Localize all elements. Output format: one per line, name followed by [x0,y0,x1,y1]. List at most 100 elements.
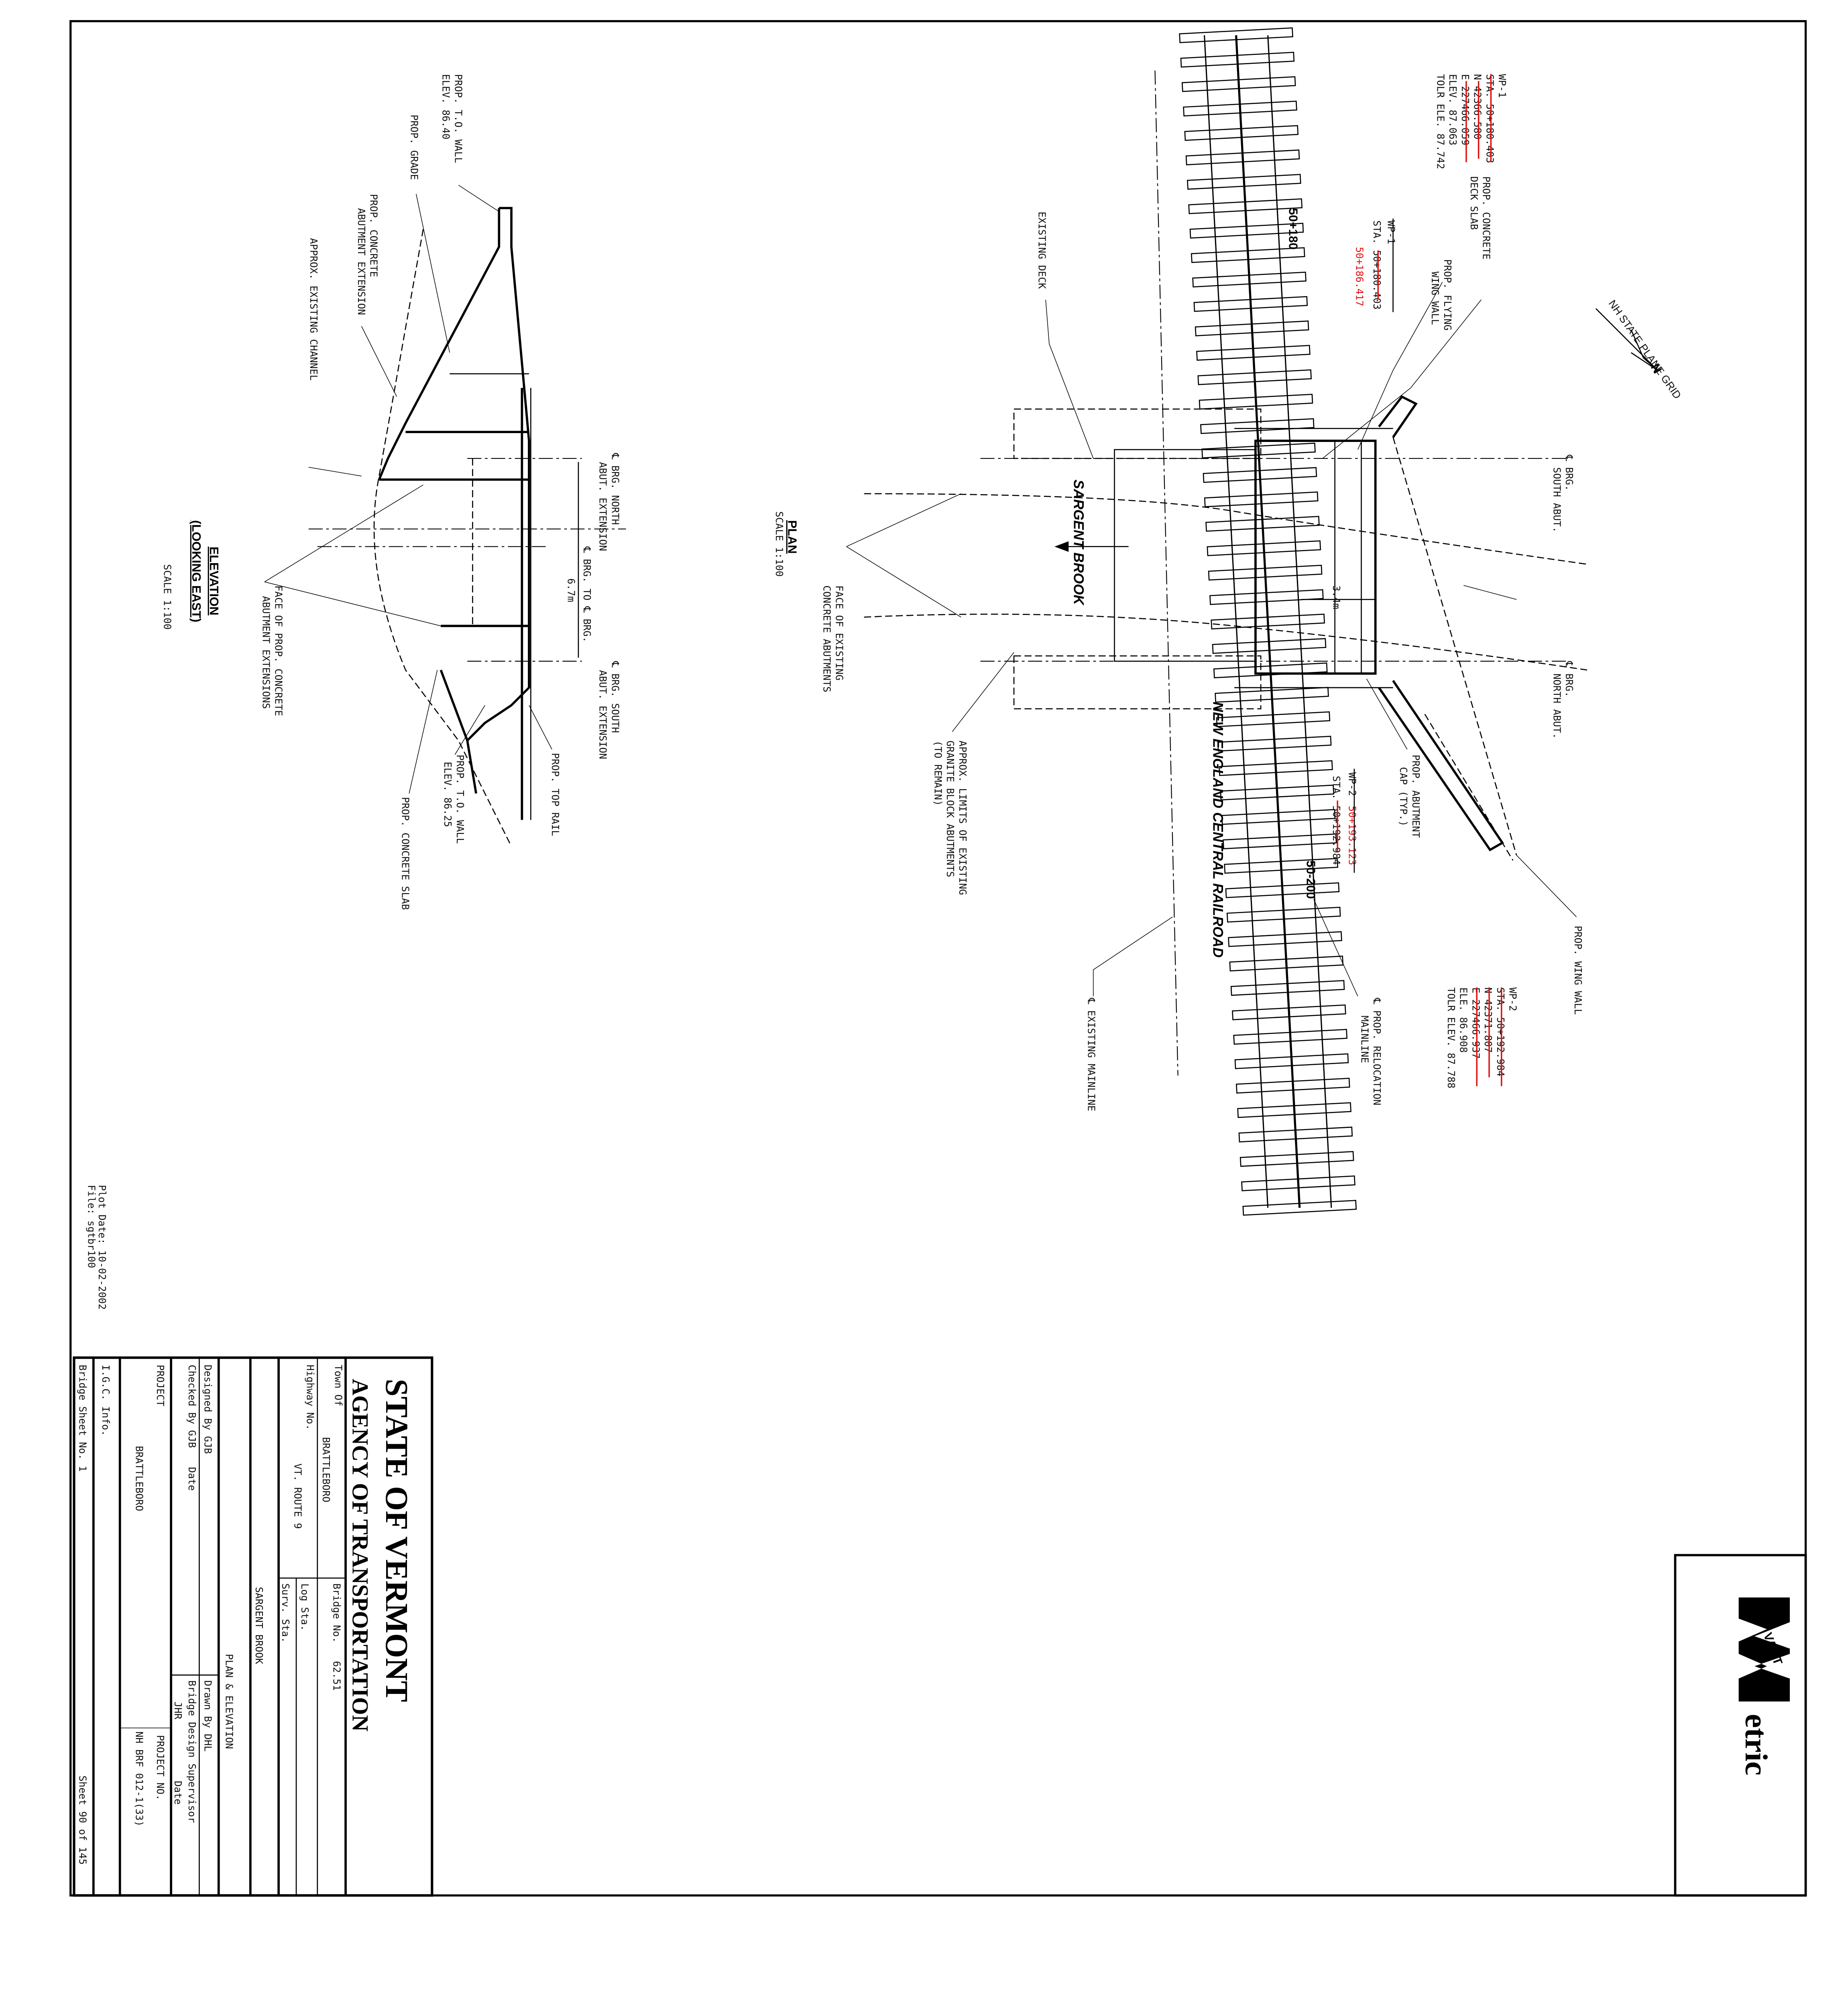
sheet-count: Sheet 90 of 145 [77,1775,89,1865]
agency-title-line1: STATE OF VERMONT [379,1379,414,1702]
checked-date: Date [186,1467,198,1491]
railroad-tie [1232,1004,1346,1020]
granite-limits-label: APPROX. LIMITS OF EXISTING [957,741,969,895]
top-rail-label: PROP. TOP RAIL [550,753,561,836]
railroad-tie [1187,174,1301,190]
railroad-tie [1207,540,1321,556]
wing-wall-label: PROP. WING WALL [1572,926,1584,1015]
flying-wing-label: PROP. FLYING [1442,259,1453,331]
bridge-sheet-no: Bridge Sheet No. 1 [77,1365,89,1472]
deck-slab-label: DECK SLAB [1468,176,1480,230]
railroad-tie [1209,589,1324,605]
brg-south-ext-label: ℄ BRG. SOUTH [609,661,621,733]
wp1-left-annotation: WP-1 STA. 50+180.403 N 42366.580 E 22746… [1435,74,1508,169]
wp2-left-annotation: WP-2 50+193.123 STA. 50+192.984 [1331,769,1358,873]
track-centerline [1235,35,1301,1208]
face-existing-label: CONCRETE ABUTMENTS [821,585,833,692]
to-wall-north-label: ELEV. 86.40 [440,74,452,139]
granite-limits-label: (TO REMAIN) [932,741,944,806]
wp2-easting-struck: E 227466.937 [1470,987,1482,1059]
elevation-title: ELEVATION [207,547,221,615]
railroad-tie [1222,833,1337,849]
project-no-label: PROJECT NO. [155,1735,166,1800]
railroad-tie [1217,735,1332,752]
deck-slab-label: PROP. CONCRETE [1481,176,1492,259]
plan-title: PLAN [786,520,800,554]
slab-label: PROP. CONCRETE SLAB [400,797,411,910]
supervisor-value: JHR [172,1702,184,1720]
designed-by: Designed By GJB [202,1365,214,1454]
wp1-easting-struck: E 227466.059 [1459,74,1471,145]
railroad-tie [1185,149,1300,165]
abutment-extension-label: ABUTMENT EXTENSION [356,208,367,315]
vaot-m-logo-icon [1738,1597,1790,1702]
railroad-tie [1213,662,1328,678]
flying-wing-label: WING WALL [1429,271,1441,325]
wp2-sta-struck: STA. 50+192.984 [1495,987,1506,1077]
granite-limits-label: GRANITE BLOCK ABUTMENTS [944,741,956,877]
wp1-label: WP-1 [1496,74,1508,98]
grid-label: NH STATE PLANE GRID [1606,298,1684,401]
to-wall-south-label: ELEV. 86.25 [442,762,454,827]
railroad-tie [1204,491,1319,507]
railroad-tie [1188,198,1303,214]
brook-label: SARGENT BROOK [1071,480,1086,606]
railroad-tie [1238,1126,1353,1143]
abutment-cap-label: PROP. ABUTMENT [1410,755,1422,838]
face-prop-label: ABUTMENT EXTENSIONS [261,596,272,709]
grade-label: PROP. GRADE [409,115,420,180]
railroad-tie [1216,711,1331,727]
railroad-tie [1228,931,1342,947]
railroad-tie [1200,418,1315,434]
railroad-tie [1193,296,1308,312]
wp1-right-annotation: WP-1 STA. 50+180.403 50+186.417 [1353,218,1397,312]
railroad-tie [1225,882,1340,898]
railroad-tie [1195,320,1309,336]
brg-north-label: NORTH ABUT. [1551,674,1563,739]
elevation-view: PROP. T.O. WALL ELEV. 86.40 PROP. GRADE … [162,74,626,910]
town-label: Town Of [333,1365,344,1407]
existing-deck-label: EXISTING DECK [1036,212,1048,289]
to-wall-south-label: PROP. T.O. WALL [454,755,466,844]
sheet-title: PLAN & ELEVATION [223,1654,235,1749]
elevation-scale: SCALE 1:100 [162,564,173,630]
wp1-elev: ELEV. 87.063 [1447,74,1459,145]
railroad-label: NEW ENGLAND CENTRAL RAILROAD [1210,702,1225,957]
abutment-cap-label: CAP (TYP.) [1398,767,1409,826]
railroad-track [1179,27,1357,1216]
wp2-label: WP-2 [1347,772,1358,796]
channel-label: APPROX. EXISTING CHANNEL [308,238,320,381]
surv-sta-label: Surv. Sta. [280,1584,291,1643]
face-existing-label: FACE OF EXISTING [833,585,845,680]
plot-file: File: sgtbr100 [86,1185,98,1268]
drawn-by: Drawn By DHL [202,1680,214,1752]
railroad-tie [1203,467,1317,483]
log-sta-label: Log Sta. [299,1584,311,1631]
plot-info: Plot Date: 10-02-2002 File: sgtbr100 [86,1185,108,1310]
brg-north-ext-label: ℄ BRG. NORTH [609,453,621,525]
span-dimension: 3.4m [1331,585,1342,609]
stream-name: SARGENT BROOK [253,1587,265,1664]
supervisor-label: Bridge Design Supervisor [186,1680,198,1823]
railroad-tie [1235,1077,1350,1094]
wp2-elev: ELE. 86.908 [1458,987,1469,1053]
metric-logo: VAOT etric [1674,1554,1807,1897]
sheet-content: STATE OF VERMONT AGENCY OF TRANSPORTATIO… [73,27,1807,1897]
face-prop-label: FACE OF PROP. CONCRETE [273,585,284,716]
railroad-tie [1189,222,1304,239]
railroad-tie [1220,784,1335,801]
railroad-tie [1226,906,1341,923]
brg-south-ext-label: ABUT. EXTENSION [597,670,609,759]
checked-by: Checked By GJB [186,1365,198,1448]
railroad-tie [1211,613,1325,630]
railroad-tie [1181,76,1296,92]
railroad-tie [1196,345,1311,361]
railroad-tie [1229,955,1344,972]
plot-date: Plot Date: 10-02-2002 [96,1185,108,1310]
railroad-tie [1184,125,1299,141]
drawing-sheet: STATE OF VERMONT AGENCY OF TRANSPORTATIO… [69,20,1807,1897]
wp2-sta-struck: STA. 50+192.984 [1331,776,1342,865]
railroad-tie [1197,369,1312,385]
station-50-180: 50+180 [1286,208,1300,249]
railroad-tie [1201,442,1316,459]
